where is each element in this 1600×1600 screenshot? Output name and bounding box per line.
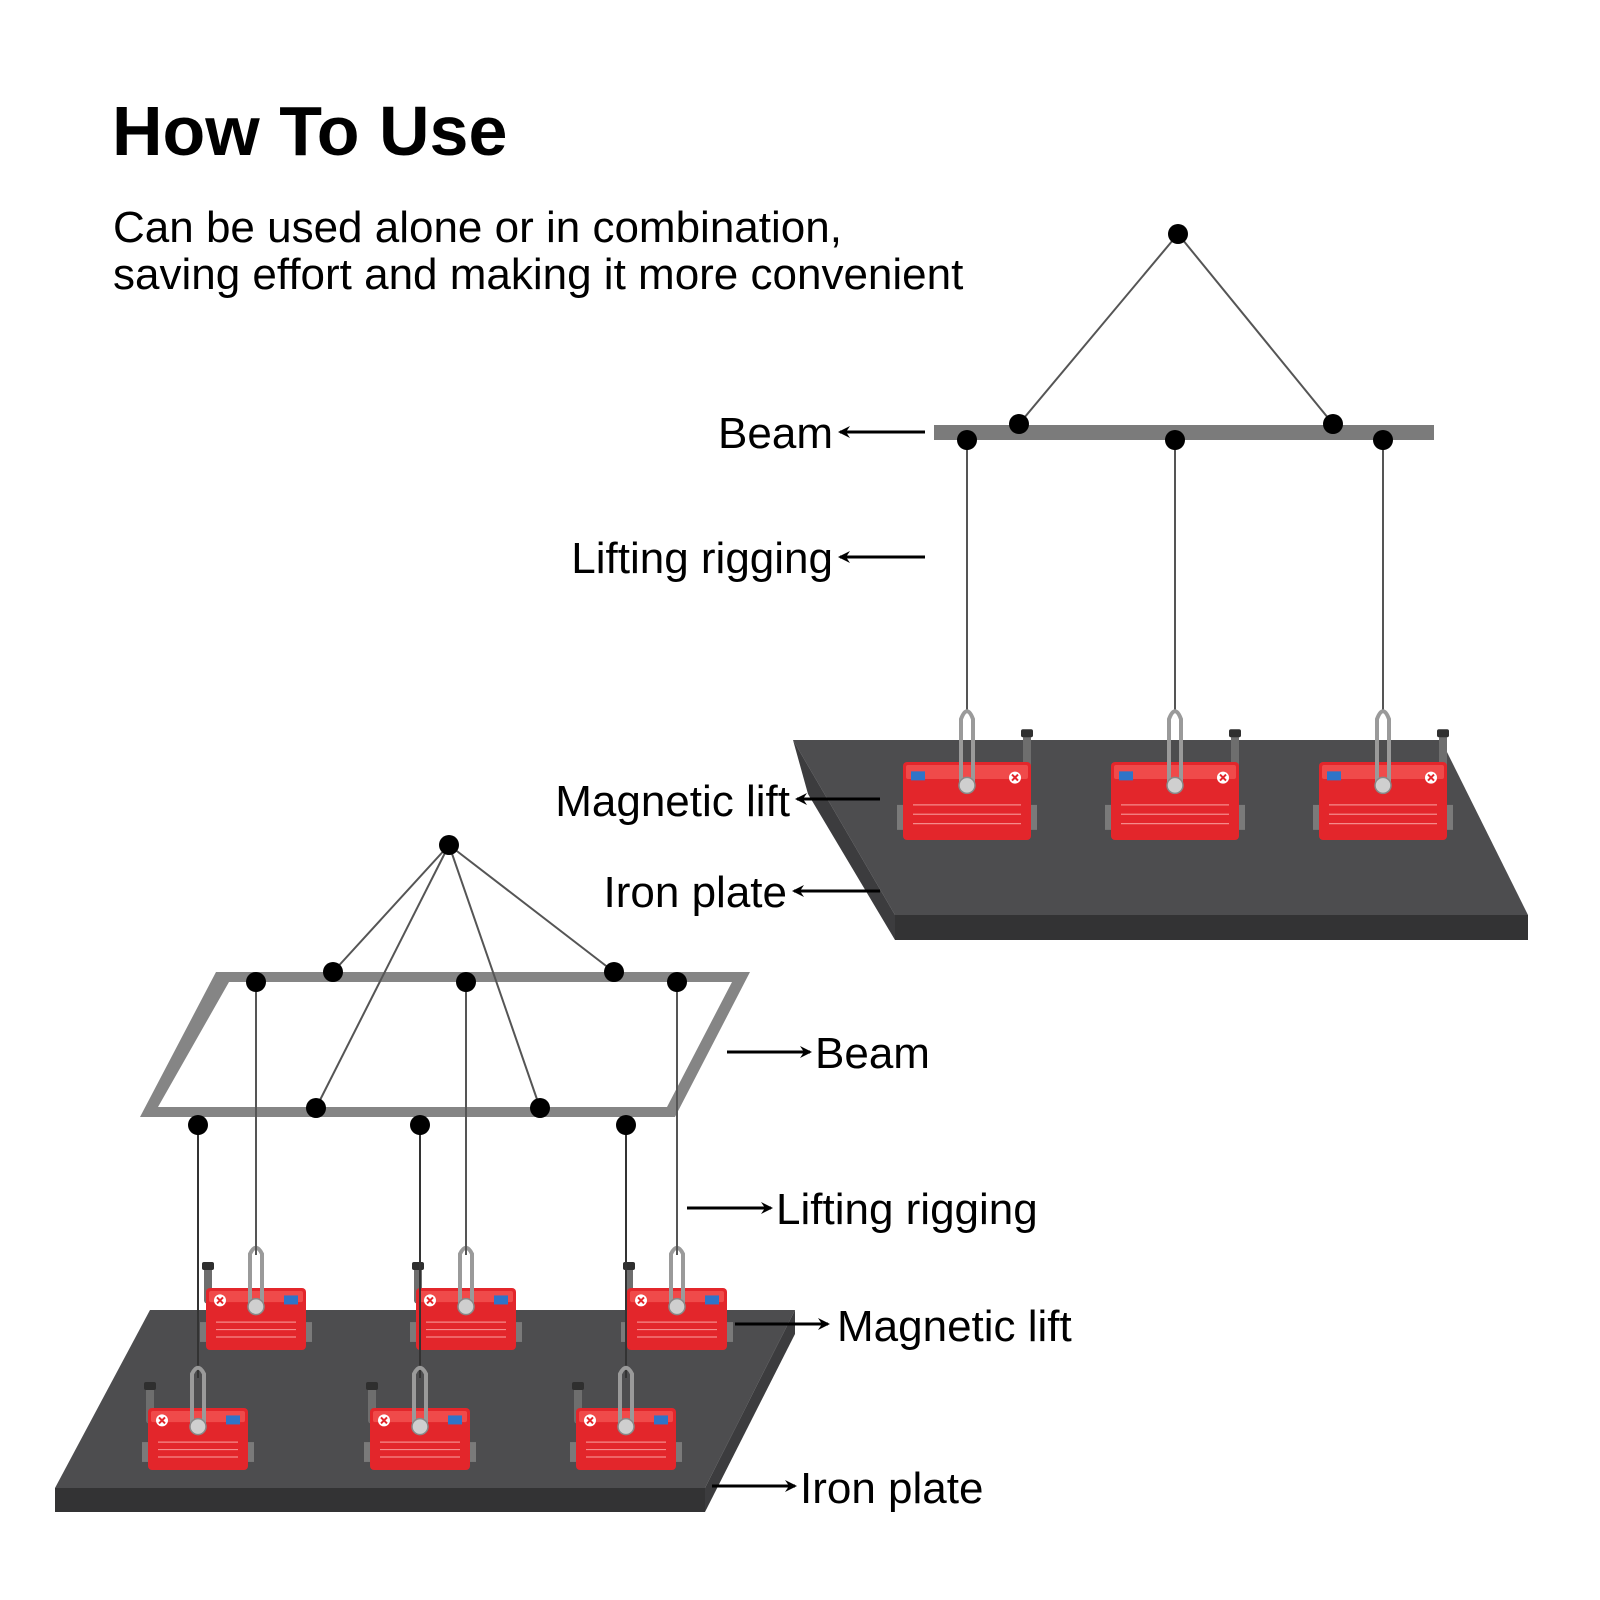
subtitle-line-1: Can be used alone or in combination, bbox=[113, 203, 842, 252]
beam-node bbox=[188, 1115, 208, 1135]
combined-setup: Beam Lifting rigging Magnetic lift Iron … bbox=[55, 835, 1072, 1513]
sling-line bbox=[448, 844, 541, 1109]
beam-node bbox=[306, 1098, 326, 1118]
label-magnet-top: Magnetic lift bbox=[555, 777, 790, 826]
beam-node bbox=[1323, 414, 1343, 434]
beam-node bbox=[1009, 414, 1029, 434]
label-plate-top: Iron plate bbox=[604, 868, 787, 917]
label-magnet-bottom: Magnetic lift bbox=[837, 1302, 1072, 1351]
magnetic-lift-unit bbox=[1313, 709, 1453, 840]
magnets-front-row bbox=[142, 1365, 682, 1470]
apex-node bbox=[439, 835, 459, 855]
magnetic-lift-unit bbox=[364, 1365, 476, 1470]
label-rigging-top: Lifting rigging bbox=[571, 534, 833, 583]
label-beam-top: Beam bbox=[718, 409, 833, 458]
beam-node bbox=[1373, 430, 1393, 450]
magnetic-lift-unit bbox=[200, 1245, 312, 1350]
sling-line bbox=[448, 844, 615, 973]
beam-node bbox=[1165, 430, 1185, 450]
magnets-back-row bbox=[200, 1245, 733, 1350]
beam-node bbox=[323, 962, 343, 982]
magnetic-lift-unit bbox=[410, 1245, 522, 1350]
beam-node bbox=[410, 1115, 430, 1135]
magnets-top bbox=[897, 709, 1453, 840]
label-beam-bottom: Beam bbox=[815, 1029, 930, 1078]
beam-node bbox=[246, 972, 266, 992]
beam-node bbox=[957, 430, 977, 450]
beam-node bbox=[604, 962, 624, 982]
magnetic-lift-unit bbox=[142, 1365, 254, 1470]
beam-node bbox=[616, 1115, 636, 1135]
magnetic-lift-unit bbox=[897, 709, 1037, 840]
beam-bar-top bbox=[934, 425, 1434, 440]
label-rigging-bottom: Lifting rigging bbox=[776, 1185, 1038, 1234]
sling-line bbox=[1177, 233, 1334, 425]
sling-line bbox=[332, 844, 450, 973]
beam-node bbox=[530, 1098, 550, 1118]
subtitle-line-2: saving effort and making it more conveni… bbox=[113, 250, 964, 299]
beam-node bbox=[667, 972, 687, 992]
sling-line bbox=[315, 844, 450, 1109]
magnetic-lift-unit bbox=[1105, 709, 1245, 840]
page-title: How To Use bbox=[112, 92, 508, 170]
beam-node bbox=[456, 972, 476, 992]
beam-frame-bottom bbox=[140, 972, 750, 1117]
magnetic-lift-unit bbox=[621, 1245, 733, 1350]
single-setup: Beam Lifting rigging Magnetic lift Iron … bbox=[555, 224, 1528, 940]
magnetic-lift-unit bbox=[570, 1365, 682, 1470]
label-plate-bottom: Iron plate bbox=[800, 1464, 983, 1513]
sling-line bbox=[1018, 233, 1179, 425]
apex-node bbox=[1168, 224, 1188, 244]
